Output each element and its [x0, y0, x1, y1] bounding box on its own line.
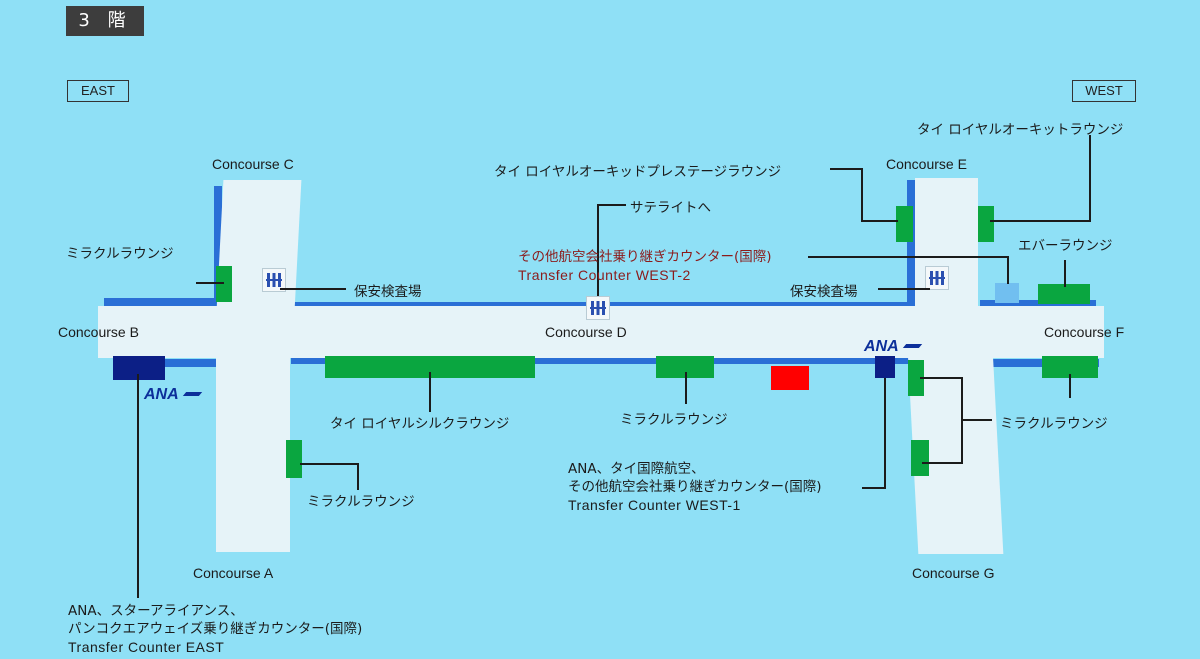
wall-b-top — [104, 298, 224, 306]
lounge-royal-silk[interactable] — [325, 356, 535, 378]
wall-d-bottom — [291, 356, 917, 364]
royal-silk-lounge-label: タイ ロイヤルシルクラウンジ — [330, 416, 510, 432]
lounge-miracle-a[interactable] — [286, 440, 302, 478]
transfer-counter-west-2[interactable] — [995, 283, 1019, 303]
lounge-miracle-f[interactable] — [1042, 356, 1098, 378]
concourse-a-label: Concourse A — [193, 565, 274, 581]
transfer-west1-line3: Transfer Counter WEST-1 — [568, 497, 741, 513]
leader-transfer-west1 — [862, 378, 886, 489]
transfer-west2-label: その他航空会社乗り継ぎカウンター(国際) Transfer Counter WE… — [518, 248, 772, 284]
concourse-c-label: Concourse C — [212, 156, 294, 172]
miracle-lounge-d-label: ミラクルラウンジ — [620, 412, 728, 428]
west-marker: WEST — [1072, 80, 1136, 102]
lounge-miracle-g2[interactable] — [911, 440, 929, 476]
concourse-d-label: Concourse D — [545, 324, 627, 340]
eva-lounge-label: エバーラウンジ — [1018, 238, 1113, 254]
security-left-label: 保安検査場 — [354, 284, 422, 300]
transfer-counter-west-1[interactable] — [875, 356, 895, 378]
leader-miracle-a — [300, 463, 359, 490]
ana-logo-west: ANA — [864, 338, 922, 356]
concourse-b-label: Concourse B — [58, 324, 139, 340]
miracle-lounge-c-label: ミラクルラウンジ — [66, 246, 174, 262]
lounge-eva[interactable] — [1038, 284, 1090, 304]
orchid-lounge-label: タイ ロイヤルオーキットラウンジ — [917, 122, 1124, 138]
lounge-orchid[interactable] — [978, 206, 994, 242]
leader-orchid — [990, 135, 1091, 222]
ana-logo-east-text: ANA — [144, 386, 179, 403]
transfer-west2-line1: その他航空会社乗り継ぎカウンター(国際) — [518, 249, 772, 265]
leader-prestige — [830, 168, 898, 222]
transfer-east-label: ANA、スターアライアンス、 パンコクエアウェイズ乗り継ぎカウンター(国際) T… — [68, 602, 362, 656]
transfer-east-line3: Transfer Counter EAST — [68, 639, 225, 655]
transfer-east-line2: パンコクエアウェイズ乗り継ぎカウンター(国際) — [68, 621, 363, 637]
transfer-east-line1: ANA、スターアライアンス、 — [68, 603, 244, 619]
wall-b-bottom — [114, 359, 224, 367]
ana-swoosh-west-icon — [902, 344, 922, 348]
transfer-west1-line1: ANA、タイ国際航空、 — [568, 461, 705, 477]
transfer-west2-line2: Transfer Counter WEST-2 — [518, 267, 691, 283]
lounge-prestige[interactable] — [896, 206, 913, 242]
prestige-lounge-label: タイ ロイヤルオーキッドプレステージラウンジ — [494, 164, 782, 180]
floor-badge: 3 階 — [66, 6, 144, 36]
miracle-lounge-g-label: ミラクルラウンジ — [1000, 416, 1108, 432]
miracle-lounge-a-label: ミラクルラウンジ — [307, 494, 415, 510]
ana-logo-east: ANA — [144, 386, 202, 404]
concourse-a-corridor — [216, 350, 290, 552]
security-checkpoint-right-icon — [925, 266, 949, 290]
security-checkpoint-left-icon — [262, 268, 286, 292]
lounge-miracle-g1[interactable] — [908, 360, 924, 396]
security-right-label: 保安検査場 — [790, 284, 858, 300]
lounge-miracle-d[interactable] — [656, 356, 714, 378]
concourse-e-label: Concourse E — [886, 156, 967, 172]
lounge-miracle-c[interactable] — [216, 266, 232, 302]
satellite-label: サテライトへ — [630, 200, 711, 216]
transfer-counter-east[interactable] — [113, 356, 165, 380]
ana-swoosh-east-icon — [182, 392, 202, 396]
concourse-f-label: Concourse F — [1044, 324, 1125, 340]
east-marker: EAST — [67, 80, 129, 102]
concourse-g-label: Concourse G — [912, 565, 995, 581]
current-location-marker — [771, 366, 809, 390]
satellite-gate-icon — [586, 296, 610, 320]
transfer-west1-line2: その他航空会社乗り継ぎカウンター(国際) — [568, 479, 822, 495]
transfer-west1-label: ANA、タイ国際航空、 その他航空会社乗り継ぎカウンター(国際) Transfe… — [568, 460, 822, 514]
wall-f-top — [980, 300, 1096, 308]
wall-c-left — [214, 186, 222, 302]
ana-logo-west-text: ANA — [864, 338, 899, 355]
